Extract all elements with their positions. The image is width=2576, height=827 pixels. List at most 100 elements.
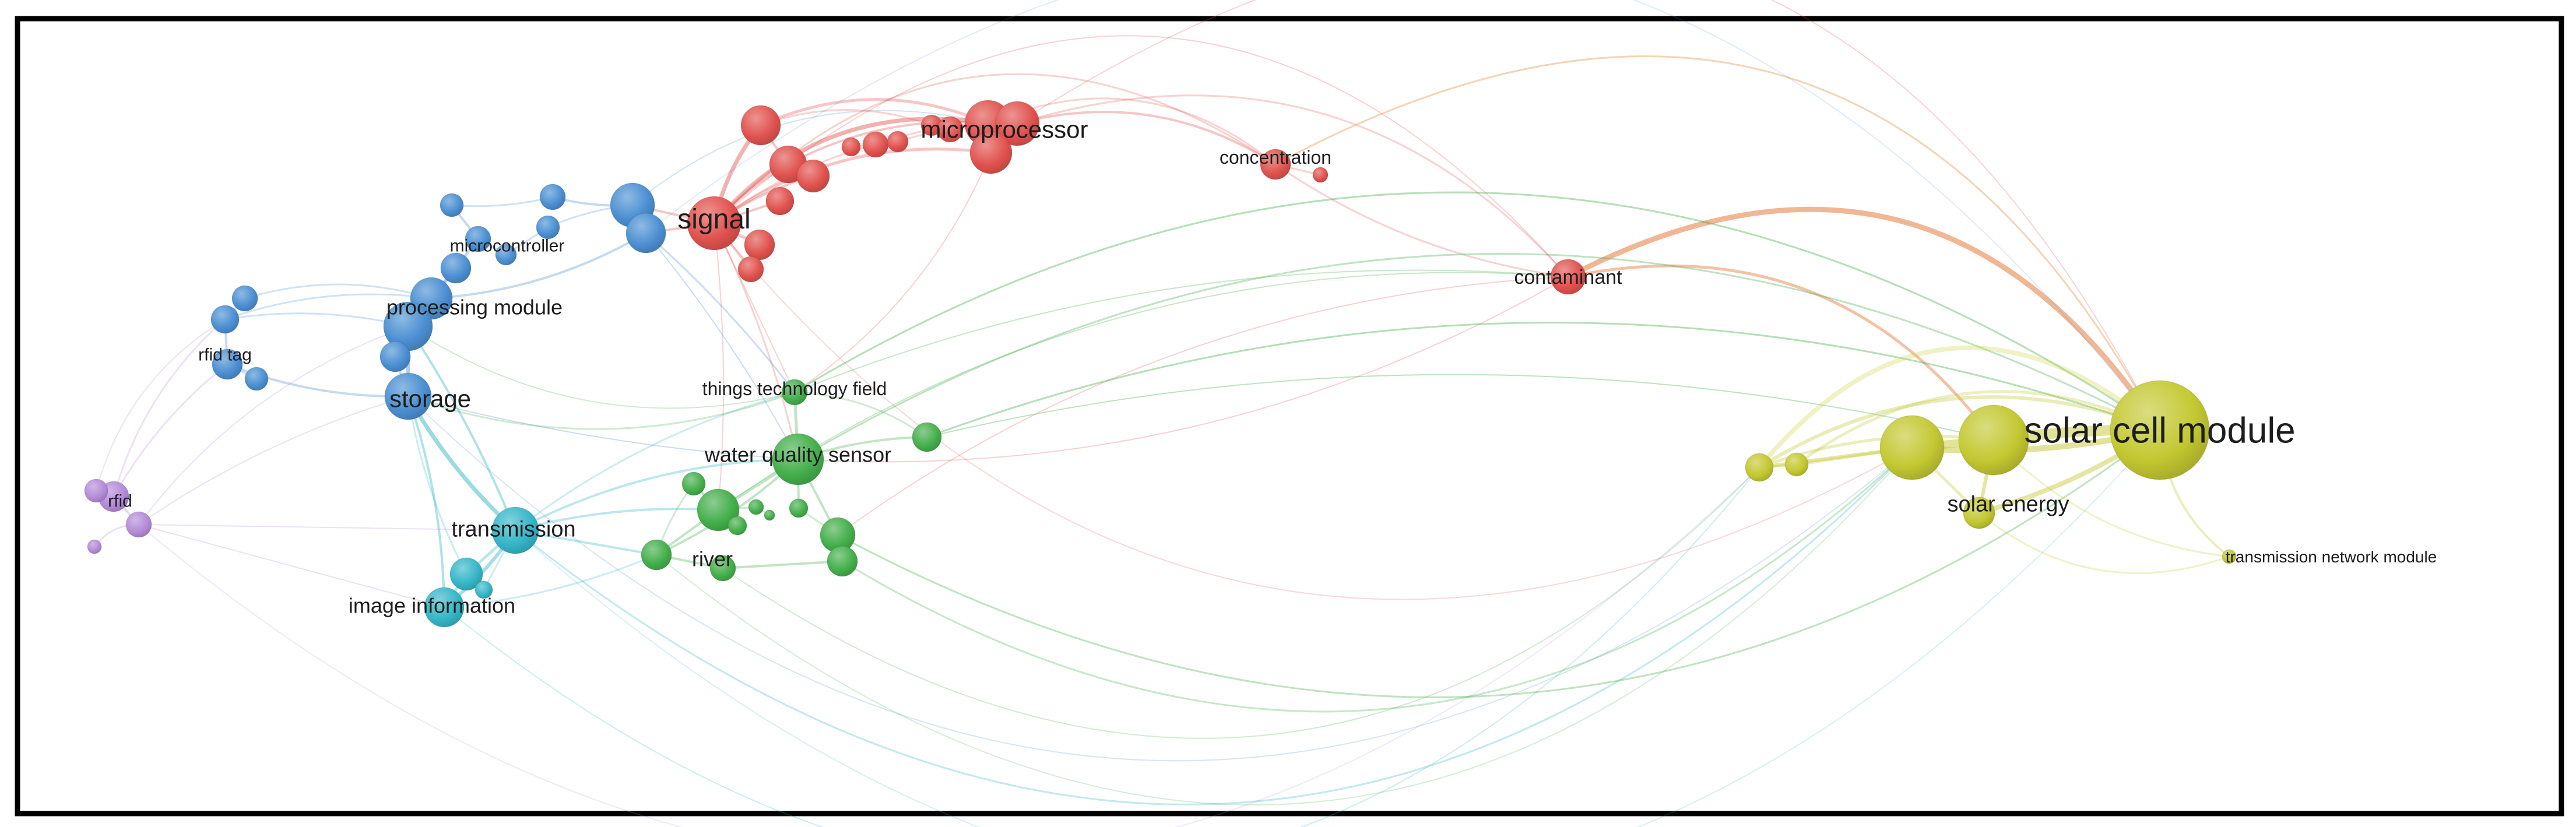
node-con[interactable] [1260,149,1291,180]
node-g3[interactable] [728,516,747,536]
edge [793,191,2161,431]
edge [837,276,1569,536]
node-tr[interactable] [491,506,539,554]
edge [515,430,2160,827]
edge [926,322,2161,438]
edge [1795,390,2162,466]
edge [712,147,993,225]
edge [113,318,226,498]
edge [138,524,516,531]
node-b4[interactable] [536,215,560,240]
node-con2[interactable] [1312,167,1329,183]
edge [1274,163,1569,278]
edge [1016,110,1277,166]
edge [407,326,795,409]
node-p4[interactable] [87,539,102,554]
node-label-se: solar energy [1947,492,2069,516]
edge [656,447,1913,806]
node-r6[interactable] [737,256,764,283]
node-label-cta: contaminant [1514,266,1622,288]
node-scm[interactable] [2110,380,2210,480]
edge [760,109,933,126]
edge [514,446,1913,805]
edge [794,152,992,393]
node-mp2[interactable] [994,101,1040,146]
node-b6[interactable] [440,193,464,217]
nodes-layer [84,100,2237,628]
node-rt4[interactable] [244,367,269,391]
node-g4[interactable] [748,499,764,515]
node-g11[interactable] [912,422,942,452]
edge [632,110,989,206]
node-label-mcr: microcontroller [450,237,565,256]
node-b5[interactable] [465,226,491,252]
node-t3[interactable] [475,580,493,599]
edge [138,467,1760,827]
edge [514,391,796,532]
edge [430,232,647,300]
node-g5[interactable] [764,509,775,521]
node-g8[interactable] [827,546,858,577]
edge [714,223,725,511]
node-r9[interactable] [887,131,909,153]
edge [138,326,409,525]
edge [1566,264,1995,442]
node-sto[interactable] [384,372,432,420]
node-b7[interactable] [440,252,472,284]
node-rt2[interactable] [210,305,240,334]
node-label-wqs: water quality sensor [704,443,891,467]
node-y2[interactable] [1784,452,1809,477]
node-t2[interactable] [449,557,483,591]
node-rt3[interactable] [212,349,243,380]
node-p2[interactable] [84,478,108,503]
edge [1978,512,2230,574]
node-label-sto: storage [389,385,471,413]
node-y1[interactable] [1745,453,1774,482]
node-r1[interactable] [740,105,781,146]
node-label-g9: river [692,547,733,571]
node-ttf[interactable] [781,379,808,406]
node-g1[interactable] [681,471,706,496]
node-label-pm: processing module [386,295,563,319]
edge [722,467,1760,739]
edge [1757,345,2162,470]
node-r8[interactable] [862,131,889,158]
node-cta[interactable] [1550,259,1586,295]
edge [837,429,2161,698]
node-riv[interactable] [641,539,672,571]
node-b3[interactable] [539,184,566,210]
node-wqs[interactable] [772,433,824,485]
node-r3[interactable] [796,159,830,193]
node-b2[interactable] [625,213,666,254]
node-mp3[interactable] [969,131,1013,174]
edge [713,222,799,460]
node-mp5[interactable] [937,116,964,143]
node-y3[interactable] [1879,415,1945,480]
node-b9[interactable] [379,341,411,372]
node-g6[interactable] [789,498,809,518]
node-g9[interactable] [709,555,736,582]
node-mcr[interactable] [495,244,517,266]
node-label-tnm: transmission network module [2226,548,2437,566]
node-r4[interactable] [765,186,795,216]
node-label-mp1: microprocessor [920,116,1088,143]
edge [1017,0,2160,431]
node-p3[interactable] [125,511,152,538]
node-sig[interactable] [687,196,741,251]
node-se[interactable] [1963,497,1995,529]
node-g2[interactable] [697,488,740,532]
edge [407,325,516,532]
edge [443,554,658,608]
edge [794,269,1569,393]
node-rt1[interactable] [231,285,258,312]
node-y4[interactable] [1958,404,2029,476]
node-ii[interactable] [424,587,465,628]
edge [1758,395,2162,469]
node-label-scm: solar cell module [2024,411,2295,451]
edge [797,276,1569,463]
node-tnm[interactable] [2222,549,2237,564]
edge [1565,206,2163,433]
node-r7[interactable] [841,137,861,157]
